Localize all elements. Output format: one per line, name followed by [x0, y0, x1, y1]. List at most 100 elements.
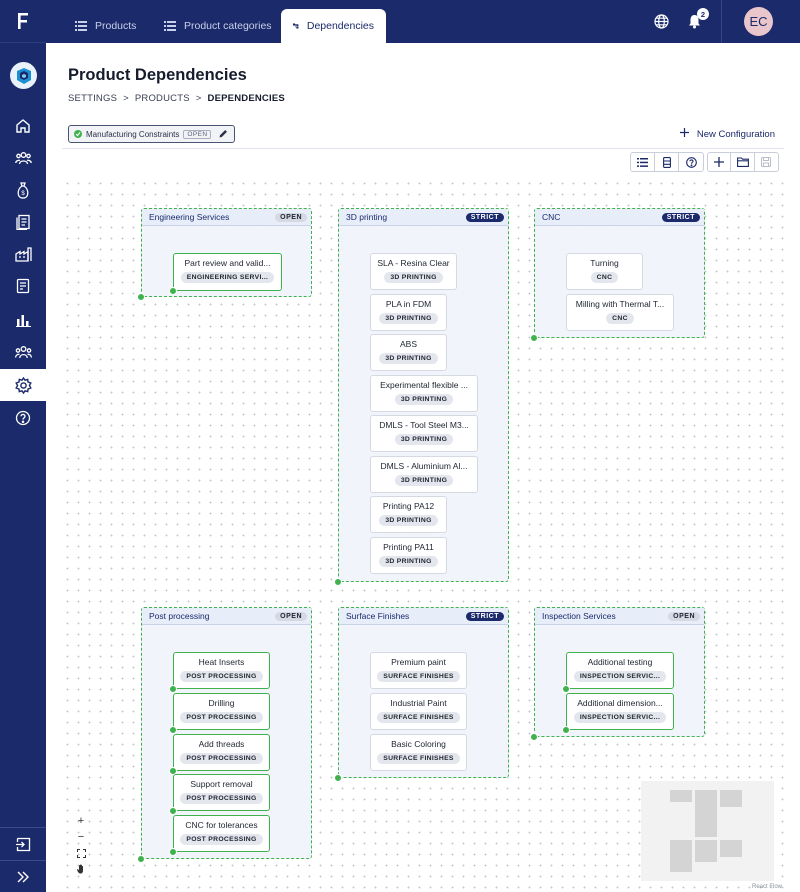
list-view-button[interactable]	[631, 153, 655, 171]
product-node[interactable]: SLA - Resina Clear 3D PRINTING	[370, 253, 457, 290]
group-mode-badge: OPEN	[275, 212, 307, 222]
connection-handle[interactable]	[169, 807, 177, 815]
top-bar: Products Product categories Dependencies…	[46, 0, 800, 43]
invoice-icon[interactable]	[0, 270, 46, 302]
connection-handle[interactable]	[137, 293, 145, 301]
node-category-tag: POST PROCESSING	[180, 793, 263, 804]
connection-handle[interactable]	[334, 774, 342, 782]
product-node[interactable]: ABS 3D PRINTING	[370, 334, 447, 371]
product-node[interactable]: Part review and valid... ENGINEERING SER…	[169, 253, 282, 295]
brand-logo[interactable]	[0, 0, 46, 43]
product-node[interactable]: Heat Inserts POST PROCESSING	[169, 652, 270, 693]
product-node[interactable]: PLA in FDM 3D PRINTING	[370, 294, 447, 331]
minimap-node	[695, 790, 717, 837]
connection-handle[interactable]	[137, 855, 145, 863]
tab-dependencies[interactable]: Dependencies	[281, 9, 386, 43]
node-title: Part review and valid...	[184, 258, 271, 268]
reports-icon[interactable]	[0, 206, 46, 238]
group-engineering-services[interactable]: Engineering Services OPEN Part review an…	[137, 208, 312, 301]
connection-handle[interactable]	[169, 287, 177, 295]
breadcrumb-settings[interactable]: SETTINGS	[68, 93, 118, 104]
workspace-logo-icon[interactable]	[10, 62, 37, 89]
group-surface-finishes[interactable]: Surface Finishes STRICT Premium paint SU…	[334, 607, 509, 782]
product-node[interactable]: Basic Coloring SURFACE FINISHES	[370, 734, 467, 771]
connection-handle[interactable]	[169, 726, 177, 734]
connection-handle[interactable]	[530, 733, 538, 741]
product-node[interactable]: Printing PA12 3D PRINTING	[370, 496, 447, 533]
connection-handle[interactable]	[562, 685, 570, 693]
product-node[interactable]: DMLS - Tool Steel M3... 3D PRINTING	[370, 415, 478, 452]
dependency-icon	[293, 23, 299, 29]
group-title: Inspection Services	[542, 611, 616, 621]
node-title: PLA in FDM	[385, 299, 432, 309]
page-title: Product Dependencies	[68, 66, 247, 84]
breadcrumb-products[interactable]: PRODUCTS	[134, 93, 190, 104]
save-button[interactable]	[755, 153, 778, 171]
plus-icon	[679, 128, 689, 140]
avatar[interactable]: EC	[744, 7, 773, 36]
product-node[interactable]: Drilling POST PROCESSING	[169, 693, 270, 734]
add-node-button[interactable]	[708, 153, 732, 171]
tab-products[interactable]: Products	[63, 9, 148, 43]
edit-pencil-icon[interactable]	[219, 129, 228, 140]
product-node[interactable]: Add threads POST PROCESSING	[169, 734, 270, 775]
node-category-tag: POST PROCESSING	[180, 834, 263, 845]
language-globe-icon[interactable]	[654, 14, 669, 34]
users-icon[interactable]	[0, 142, 46, 174]
group-inspection-services[interactable]: Inspection Services OPEN Additional test…	[530, 607, 705, 741]
product-node[interactable]: Additional dimension... INSPECTION SERVI…	[562, 693, 674, 734]
product-node[interactable]: Additional testing INSPECTION SERVIC...	[562, 652, 674, 693]
group-title: Surface Finishes	[346, 611, 410, 621]
product-node[interactable]: Industrial Paint SURFACE FINISHES	[370, 693, 467, 730]
expand-sidebar-icon[interactable]	[0, 861, 46, 892]
bar-chart-icon[interactable]	[0, 304, 46, 336]
group-post-processing[interactable]: Post processing OPEN Heat Inserts POST P…	[137, 607, 312, 863]
node-title: Heat Inserts	[198, 657, 245, 667]
help-icon[interactable]	[0, 402, 46, 434]
zoom-out-button[interactable]: −	[77, 831, 85, 843]
react-flow-attribution[interactable]: React Flow	[751, 884, 782, 890]
node-category-tag: 3D PRINTING	[394, 475, 454, 486]
node-title: DMLS - Aluminium Al...	[380, 461, 468, 471]
team-icon[interactable]	[0, 336, 46, 368]
settings-icon[interactable]	[0, 369, 46, 401]
node-title: Printing PA12	[382, 501, 435, 511]
group-3d-printing[interactable]: 3D printing STRICT SLA - Resina Clear 3D…	[334, 208, 509, 586]
product-node[interactable]: Printing PA11 3D PRINTING	[370, 537, 447, 574]
connection-handle[interactable]	[334, 578, 342, 586]
sidebar-divider	[0, 860, 46, 861]
product-node[interactable]: Support removal POST PROCESSING	[169, 774, 270, 815]
connection-handle[interactable]	[530, 334, 538, 342]
minimap[interactable]	[641, 781, 774, 881]
product-node[interactable]: CNC for tolerances POST PROCESSING	[169, 815, 270, 856]
factory-icon[interactable]	[0, 238, 46, 270]
logout-icon[interactable]	[0, 828, 46, 860]
connection-handle[interactable]	[562, 726, 570, 734]
product-node[interactable]: Milling with Thermal T... CNC	[566, 294, 674, 331]
node-category-tag: ENGINEERING SERVI...	[180, 272, 275, 283]
connection-handle[interactable]	[169, 685, 177, 693]
home-icon[interactable]	[0, 110, 46, 142]
connection-handle[interactable]	[169, 848, 177, 856]
node-title: Additional testing	[587, 657, 653, 667]
fit-view-icon[interactable]	[73, 845, 89, 861]
configuration-chip[interactable]: Manufacturing Constraints OPEN	[68, 125, 236, 143]
open-folder-button[interactable]	[731, 153, 755, 171]
minimap-node	[670, 790, 692, 802]
node-category-tag: 3D PRINTING	[394, 434, 454, 445]
node-category-tag: POST PROCESSING	[180, 671, 263, 682]
product-node[interactable]: DMLS - Aluminium Al... 3D PRINTING	[370, 456, 478, 493]
group-cnc[interactable]: CNC STRICT Turning CNC Milling with Ther…	[530, 208, 705, 342]
group-title: Engineering Services	[149, 212, 230, 222]
tab-label: Dependencies	[306, 20, 374, 32]
product-node[interactable]: Premium paint SURFACE FINISHES	[370, 652, 467, 689]
tab-product-categories[interactable]: Product categories	[152, 9, 284, 43]
pan-hand-icon[interactable]	[73, 861, 89, 877]
new-configuration-button[interactable]: New Configuration	[679, 128, 775, 140]
help-button[interactable]	[679, 153, 703, 171]
product-node[interactable]: Turning CNC	[566, 253, 643, 290]
database-view-button[interactable]	[655, 153, 679, 171]
zoom-in-button[interactable]: +	[77, 815, 85, 827]
product-node[interactable]: Experimental flexible ... 3D PRINTING	[370, 375, 478, 412]
money-bag-icon[interactable]: $	[0, 174, 46, 206]
